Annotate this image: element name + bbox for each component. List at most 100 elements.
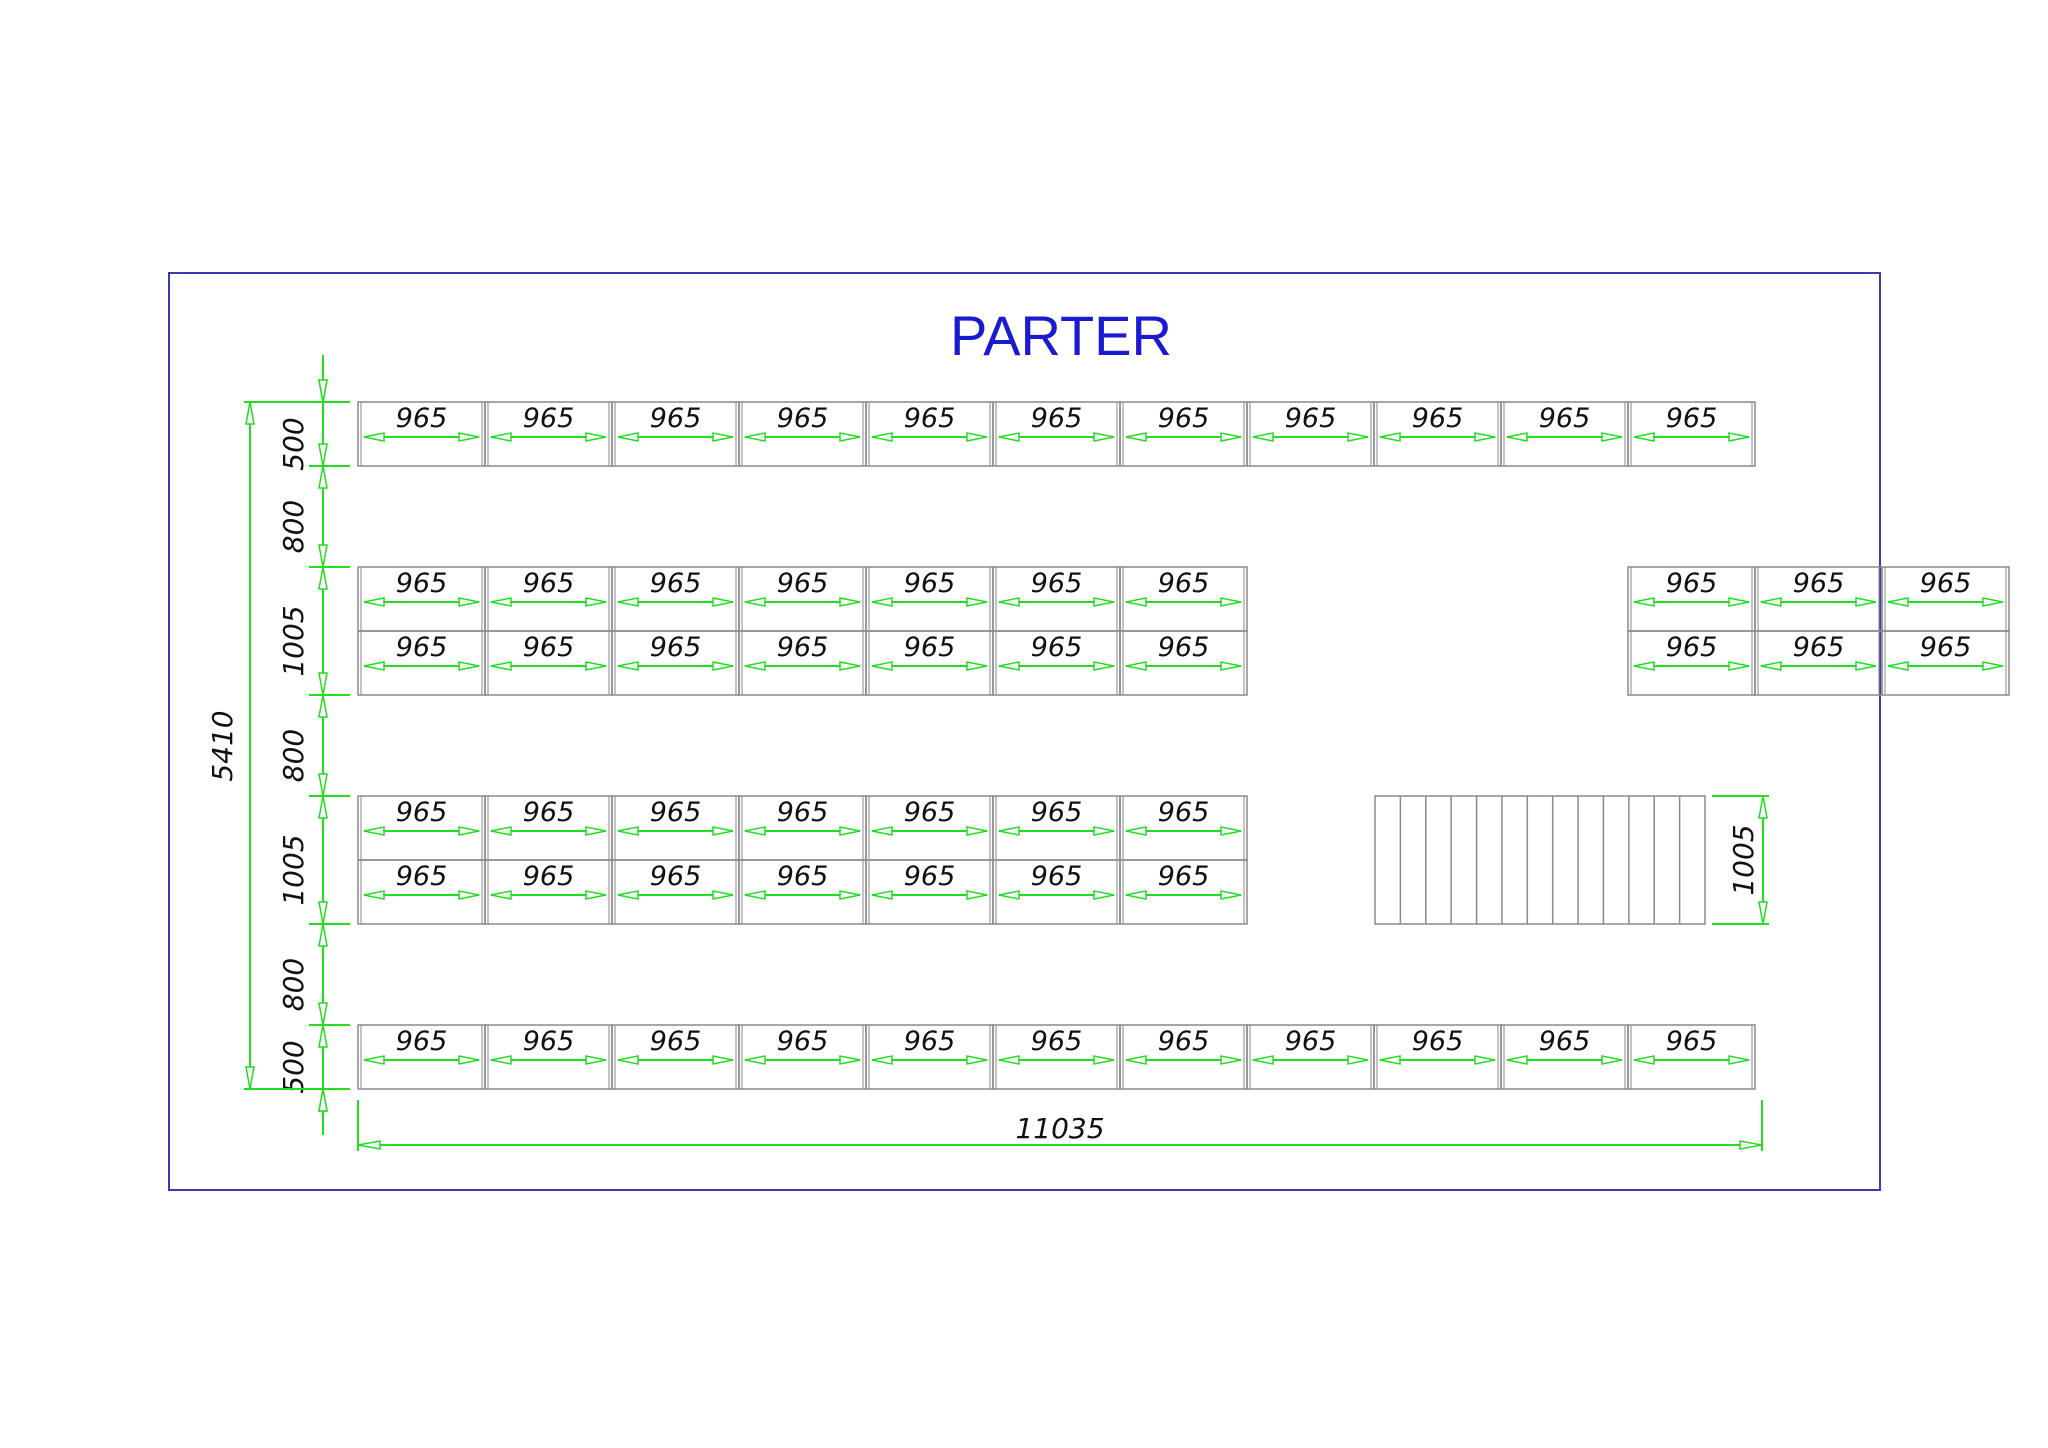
arrowhead xyxy=(318,1002,328,1026)
arrowhead xyxy=(966,661,988,671)
bay-width-label: 965 xyxy=(1920,632,1972,663)
bay-width-label: 965 xyxy=(1158,861,1210,892)
bay-width-label: 965 xyxy=(904,1026,956,1057)
rack-bay: 965 xyxy=(738,1024,867,1090)
bay-width-label: 965 xyxy=(1031,861,1083,892)
arrowhead xyxy=(871,597,893,607)
arrowhead xyxy=(998,890,1020,900)
arrowhead xyxy=(712,432,734,442)
arrowhead xyxy=(1220,890,1242,900)
arrowhead xyxy=(1093,826,1115,836)
arrowhead xyxy=(1379,1055,1401,1065)
arrowhead xyxy=(1739,1140,1763,1150)
arrowhead xyxy=(1887,597,1909,607)
bay-width-label: 965 xyxy=(1158,797,1210,828)
arrowhead xyxy=(585,826,607,836)
rack-bay: 965 xyxy=(738,401,867,467)
bay-width-label: 965 xyxy=(1793,632,1845,663)
arrowhead xyxy=(1125,826,1147,836)
arrowhead xyxy=(363,597,385,607)
arrowhead xyxy=(490,432,512,442)
arrowhead xyxy=(1982,661,2004,671)
rack-bay: 965 xyxy=(738,630,867,696)
bay-outline xyxy=(1119,859,1248,925)
rack-bay: 965 xyxy=(992,795,1121,861)
bay-width-label: 965 xyxy=(523,1026,575,1057)
bay-width-label: 965 xyxy=(777,861,829,892)
arrowhead xyxy=(966,1055,988,1065)
arrowhead xyxy=(1728,661,1750,671)
bay-width-label: 965 xyxy=(1158,403,1210,434)
arrowhead xyxy=(617,597,639,607)
arrowhead xyxy=(712,1055,734,1065)
bay-width-label: 965 xyxy=(1031,632,1083,663)
rack-bay: 965 xyxy=(992,401,1121,467)
arrowhead xyxy=(871,1055,893,1065)
drawing-frame xyxy=(168,272,1881,1191)
arrowhead xyxy=(998,1055,1020,1065)
bay-width-label: 965 xyxy=(1158,632,1210,663)
rack-bay: 965 xyxy=(357,566,486,632)
bay-outline xyxy=(1881,630,2010,696)
arrowhead xyxy=(490,826,512,836)
arrowhead xyxy=(585,1055,607,1065)
arrowhead xyxy=(839,597,861,607)
arrowhead xyxy=(1125,432,1147,442)
bay-width-label: 965 xyxy=(1158,1026,1210,1057)
arrowhead xyxy=(871,890,893,900)
arrowhead xyxy=(1220,1055,1242,1065)
arrowhead xyxy=(1125,597,1147,607)
arrowhead xyxy=(1093,661,1115,671)
bay-outline xyxy=(1627,1024,1756,1090)
vertical-dimension-label: 1005 xyxy=(277,605,310,676)
arrowhead xyxy=(1125,890,1147,900)
arrowhead xyxy=(1601,432,1623,442)
arrowhead xyxy=(998,432,1020,442)
vertical-dimension-label: 800 xyxy=(277,500,310,553)
bay-width-label: 965 xyxy=(523,403,575,434)
arrowhead xyxy=(712,661,734,671)
rack-bay: 965 xyxy=(865,1024,994,1090)
vertical-dimension-label: 500 xyxy=(277,417,310,470)
bay-width-label: 965 xyxy=(1666,1026,1718,1057)
arrowhead xyxy=(585,890,607,900)
rack-bay: 965 xyxy=(1119,401,1248,467)
arrowhead xyxy=(839,826,861,836)
arrowhead xyxy=(1887,661,1909,671)
arrowhead xyxy=(1728,432,1750,442)
bay-width-label: 965 xyxy=(904,861,956,892)
bay-width-label: 965 xyxy=(1412,1026,1464,1057)
arrowhead xyxy=(363,890,385,900)
rack-bay: 965 xyxy=(1246,1024,1375,1090)
arrowhead xyxy=(617,826,639,836)
rack-bay: 965 xyxy=(357,1024,486,1090)
arrowhead xyxy=(245,401,255,425)
rack-bay: 965 xyxy=(1119,795,1248,861)
rack-bay: 965 xyxy=(611,630,740,696)
rack-bay: 965 xyxy=(738,566,867,632)
rack-bay: 965 xyxy=(1246,401,1375,467)
rack-bay: 965 xyxy=(611,795,740,861)
bay-width-label: 965 xyxy=(1158,568,1210,599)
arrowhead xyxy=(318,566,328,590)
arrowhead xyxy=(998,826,1020,836)
arrowhead xyxy=(1758,901,1768,925)
arrowhead xyxy=(318,795,328,819)
arrowhead xyxy=(1474,1055,1496,1065)
total-width-label: 11035 xyxy=(1015,1112,1104,1145)
arrowhead xyxy=(490,1055,512,1065)
pallet-depth-label: 1005 xyxy=(1727,824,1760,895)
arrowhead xyxy=(318,544,328,568)
rack-bay: 965 xyxy=(865,566,994,632)
bay-width-label: 965 xyxy=(650,403,702,434)
rack-bay: 965 xyxy=(1627,566,1756,632)
rack-bay: 965 xyxy=(865,859,994,925)
rack-bay: 965 xyxy=(1881,566,2010,632)
arrowhead xyxy=(1855,597,1877,607)
bay-width-label: 965 xyxy=(777,403,829,434)
rack-bay: 965 xyxy=(992,566,1121,632)
